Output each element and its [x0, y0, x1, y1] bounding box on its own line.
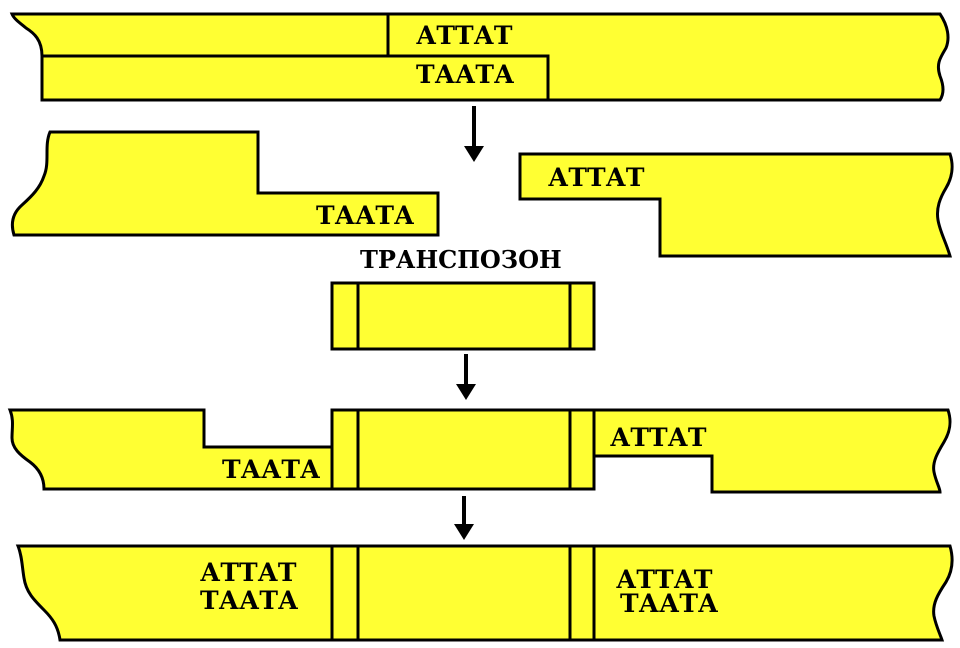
left-gap-seq: ТААТА: [222, 455, 321, 484]
arrow-down-2: [456, 354, 476, 400]
top-strand-seq: АТТАТ: [416, 21, 513, 50]
right-gap-seq: АТТАТ: [610, 423, 707, 452]
left-dup-bottom-seq: ТААТА: [200, 586, 299, 615]
inserted-transposon: [330, 408, 596, 491]
step-1-target-dna: АТТАТ ТААТА: [9, 12, 950, 102]
right-dup-top-seq: АТТАТ: [616, 565, 713, 594]
target-dna-right: [386, 12, 950, 102]
right-dup-bottom-seq: ТААТА: [620, 589, 719, 618]
inserted-left-fragment: [7, 408, 334, 491]
step-3-insertion: ТААТА АТТАТ: [7, 408, 952, 494]
step-2-cut-dna: ТААТА АТТАТ: [10, 130, 954, 258]
left-overhang-seq: ТААТА: [316, 201, 415, 230]
final-dna: [15, 544, 954, 642]
arrow-down-1: [464, 106, 484, 162]
bottom-strand-seq: ТААТА: [416, 60, 515, 89]
step-4-duplication: АТТАТ ТААТА АТТАТ ТААТА: [15, 544, 954, 642]
arrow-down-3: [454, 496, 474, 540]
right-overhang-seq: АТТАТ: [548, 163, 645, 192]
cut-right-fragment: [518, 152, 954, 258]
transposon-label: ТРАНСПОЗОН: [360, 245, 562, 274]
cut-left-fragment: [10, 130, 440, 237]
left-dup-top-seq: АТТАТ: [200, 558, 297, 587]
inserted-right-fragment: [592, 408, 952, 494]
free-transposon: [330, 281, 596, 351]
target-dna-upper-left: [9, 12, 390, 58]
